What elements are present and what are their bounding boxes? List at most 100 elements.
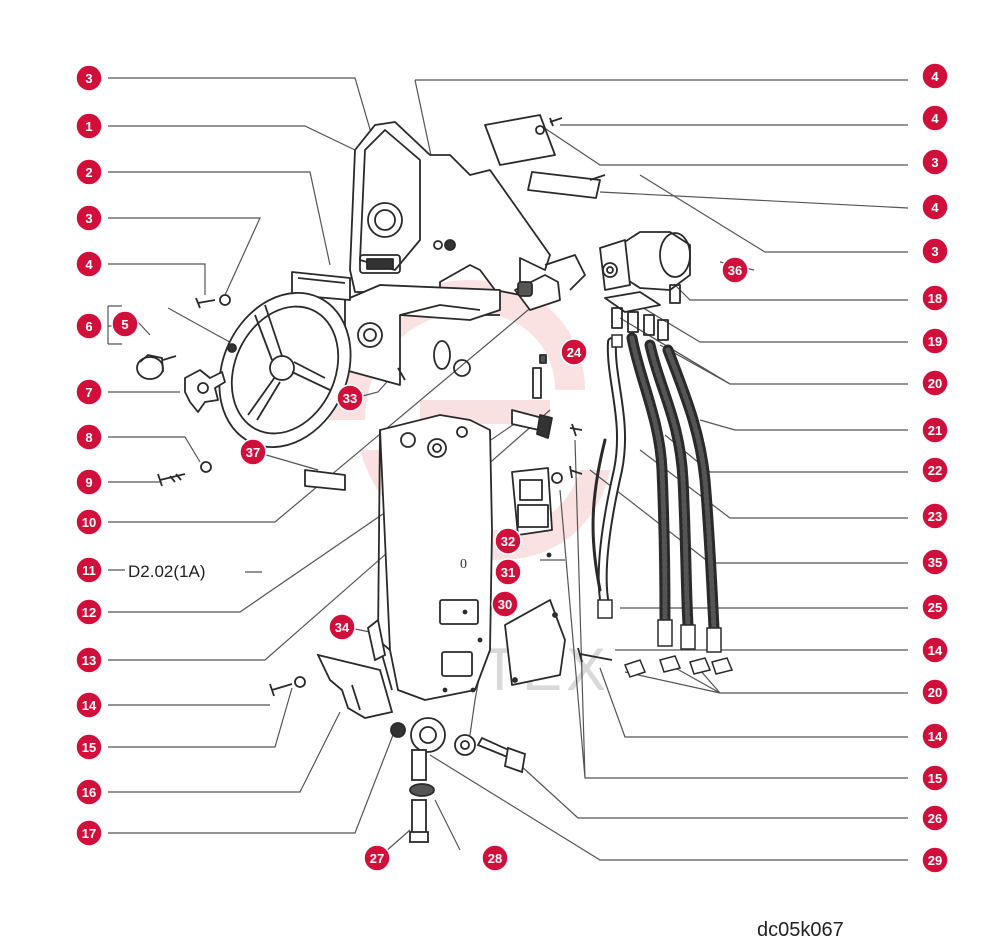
callout-badge: 15 [75, 733, 103, 761]
callout-label: 18 [928, 291, 942, 306]
callout-label: 3 [931, 155, 938, 170]
callout-badge: 26 [921, 804, 949, 832]
callout-label: 8 [85, 430, 92, 445]
callout-badge: 24 [560, 338, 588, 366]
callout-label: 26 [928, 811, 942, 826]
callout-badge: 10 [75, 508, 103, 536]
callout-badge: 4 [921, 193, 949, 221]
callout-badge: 3 [75, 64, 103, 92]
callout-badge: 36 [721, 256, 749, 284]
callout-badges: 3 1 2 3 4 6 5 7 8 9 10 11 12 13 14 15 16… [75, 62, 949, 874]
callout-badge: 3 [921, 148, 949, 176]
callout-badge: 4 [921, 62, 949, 90]
callout-label: 14 [928, 729, 943, 744]
callout-badge: 19 [921, 327, 949, 355]
callout-label: 22 [928, 463, 942, 478]
callout-label: 16 [82, 785, 96, 800]
callout-label: 20 [928, 376, 942, 391]
callout-label: 9 [85, 475, 92, 490]
callout-label: 15 [928, 771, 942, 786]
callout-label: 4 [931, 111, 939, 126]
callout-badge: 25 [921, 593, 949, 621]
callout-badge: 22 [921, 456, 949, 484]
callout-badge: 14 [75, 691, 103, 719]
callout-label: 31 [501, 565, 515, 580]
callout-label: 20 [928, 685, 942, 700]
callout-label: 4 [931, 69, 939, 84]
callout-label: 2 [85, 165, 92, 180]
callout-badge: 23 [921, 502, 949, 530]
callout-label: 6 [85, 319, 92, 334]
callout-label: 19 [928, 334, 942, 349]
callout-badge: 13 [75, 646, 103, 674]
callout-badge: 12 [75, 598, 103, 626]
callout-label: 17 [82, 826, 96, 841]
callout-label: 36 [728, 263, 742, 278]
callout-badge: 4 [921, 104, 949, 132]
callout-label: 14 [928, 643, 943, 658]
callout-label: 35 [928, 555, 942, 570]
drawing-code: dc05k067 [757, 919, 844, 941]
callout-label: 1 [85, 119, 92, 134]
callout-label: 5 [121, 317, 128, 332]
hoses [591, 332, 720, 634]
callout-label: 27 [370, 851, 384, 866]
callout-badge: 29 [921, 846, 949, 874]
callout-badge: 15 [921, 764, 949, 792]
callout-badge: 20 [921, 369, 949, 397]
callout-badge: 20 [921, 678, 949, 706]
callout-badge: 37 [239, 438, 267, 466]
callout-label: 15 [82, 740, 96, 755]
callout-label: 33 [343, 391, 357, 406]
callout-badge: 3 [921, 237, 949, 265]
callout-label: 37 [246, 445, 260, 460]
callout-badge: 27 [363, 844, 391, 872]
callout-badge: 7 [75, 378, 103, 406]
callout-badge: 34 [328, 613, 356, 641]
callout-label: 10 [82, 515, 96, 530]
callout-badge: 17 [75, 819, 103, 847]
callout-badge: 14 [921, 722, 949, 750]
callout-badge: 21 [921, 416, 949, 444]
reference-note: D2.02(1A) [128, 562, 205, 581]
callout-badge: 30 [491, 590, 519, 618]
callout-badge: 16 [75, 778, 103, 806]
callout-badge: 5 [111, 310, 139, 338]
callout-label: 11 [82, 563, 96, 578]
hose-end-fittings [597, 334, 734, 678]
callout-label: 13 [82, 653, 96, 668]
callout-label: 3 [85, 211, 92, 226]
callout-badge: 11 [75, 556, 103, 584]
callout-label: 21 [928, 423, 942, 438]
callout-label: 4 [931, 200, 939, 215]
callout-badge: 14 [921, 636, 949, 664]
callout-label: 4 [85, 257, 93, 272]
callout-badge: 1 [75, 112, 103, 140]
callout-badge: 4 [75, 250, 103, 278]
lower-hardware [269, 618, 527, 843]
callout-badge: 18 [921, 284, 949, 312]
parts-drawing: 0 [136, 114, 691, 701]
svg-text:0: 0 [460, 557, 467, 572]
callout-label: 32 [501, 534, 515, 549]
callout-badge: 32 [494, 527, 522, 555]
callout-badge: 33 [336, 384, 364, 412]
callout-label: 34 [335, 620, 350, 635]
callout-label: 3 [931, 244, 938, 259]
callout-badge: 3 [75, 204, 103, 232]
callout-label: 3 [85, 71, 92, 86]
callout-label: 14 [82, 698, 97, 713]
callout-badge: 31 [494, 558, 522, 586]
callout-label: 28 [488, 851, 502, 866]
callout-badge: 6 [75, 312, 103, 340]
callout-label: 7 [85, 385, 92, 400]
callout-label: 24 [567, 345, 582, 360]
callout-label: 23 [928, 509, 942, 524]
callout-label: 25 [928, 600, 942, 615]
callout-badge: 35 [921, 548, 949, 576]
callout-badge: 9 [75, 468, 103, 496]
callout-badge: 2 [75, 158, 103, 186]
callout-label: 29 [928, 853, 942, 868]
